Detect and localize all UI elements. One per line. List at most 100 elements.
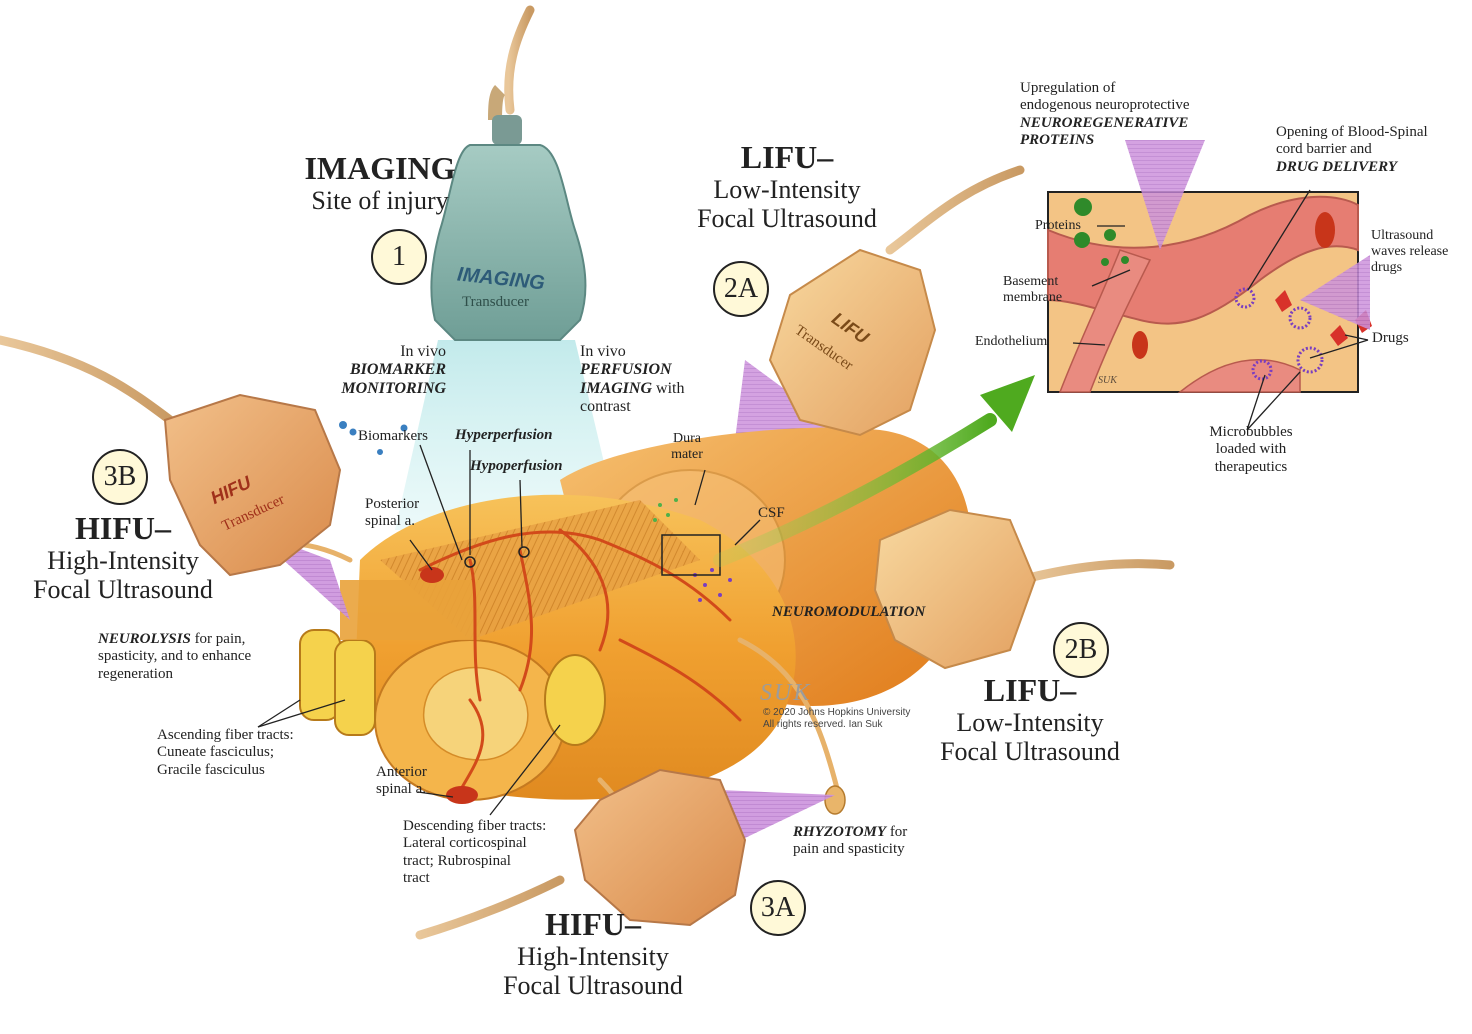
hifu-bottom-beam xyxy=(720,790,835,850)
lifu-top-line1: Low-Intensity xyxy=(713,174,861,204)
bsc-line-1: Opening of Blood-Spinal xyxy=(1276,124,1428,140)
neuromodulation-label: NEUROMODULATION xyxy=(772,604,926,620)
biomarker-line-2: BIOMARKER xyxy=(349,361,446,379)
basement-line-1: Basement xyxy=(1003,274,1059,289)
lifu-right-heading: LIFU– Low-Intensity Focal Ultrasound xyxy=(912,672,1148,767)
rhyzotomy-emphasis: RHYZOTOMY xyxy=(793,824,887,840)
micro-line-2: loaded with xyxy=(1215,441,1287,458)
hifu-left-line1: High-Intensity xyxy=(47,545,199,575)
ultrasound-waves-label: Ultrasound waves release drugs xyxy=(1371,228,1448,276)
usw-line-2: waves release xyxy=(1371,244,1449,260)
hifu-bottom-heading: HIFU– High-Intensity Focal Ultrasound xyxy=(478,906,708,1001)
usw-line-3: drugs xyxy=(1371,260,1403,276)
biomarkers-label: Biomarkers xyxy=(358,428,428,444)
micro-line-1: Microbubbles xyxy=(1209,424,1293,440)
ascending-tracts-label: Ascending fiber tracts: Cuneate fascicul… xyxy=(157,727,294,779)
step-2a-badge: 2A xyxy=(713,261,769,317)
descending-line-1: Descending fiber tracts: xyxy=(403,818,547,834)
bsc-line-3: DRUG DELIVERY xyxy=(1276,158,1397,175)
hifu-left-transducer xyxy=(163,393,342,577)
imaging-subtitle: Site of injury xyxy=(311,185,449,215)
posterior-line-2: spinal a. xyxy=(365,513,415,530)
artist-signature: SUK xyxy=(760,680,812,706)
copyright-line-2: All rights reserved. Ian Suk xyxy=(763,719,883,730)
descending-tracts-label: Descending fiber tracts: Lateral cortico… xyxy=(403,818,546,887)
upreg-line-2: endogenous neuroprotective xyxy=(1020,97,1190,114)
neurolysis-label: NEUROLYSIS for pain, spasticity, and to … xyxy=(98,631,251,683)
lifu-top-transducer xyxy=(768,248,937,437)
bsc-line-2: cord barrier and xyxy=(1276,141,1372,158)
upreg-line-1: Upregulation of xyxy=(1020,80,1116,96)
hifu-left-title: HIFU– xyxy=(75,510,171,546)
bsc-barrier-label: Opening of Blood-Spinal cord barrier and… xyxy=(1276,124,1428,176)
neurolysis-line-1: for pain, xyxy=(190,631,246,647)
biomarker-dots xyxy=(339,421,408,455)
posterior-line-1: Posterior xyxy=(365,496,420,512)
hifu-bottom-line1: High-Intensity xyxy=(517,941,669,971)
step-3b-badge: 3B xyxy=(92,449,148,505)
perfusion-line-4: contrast xyxy=(580,398,631,416)
step-2b-badge: 2B xyxy=(1053,622,1109,678)
biomarker-line-3: MONITORING xyxy=(341,379,446,397)
lifu-right-title: LIFU– xyxy=(983,672,1077,708)
neurolysis-line-3: regeneration xyxy=(98,665,173,682)
hyperperfusion-label: Hyperperfusion xyxy=(455,427,553,443)
step-1-badge: 1 xyxy=(371,229,427,285)
perfusion-line-2: PERFUSION xyxy=(580,361,672,379)
rhyzotomy-line-1: for xyxy=(886,824,908,840)
descending-line-3: tract; Rubrospinal xyxy=(403,852,511,869)
basement-line-2: membrane xyxy=(1003,290,1063,306)
dura-line-2: mater xyxy=(671,447,703,463)
descending-line-4: tract xyxy=(403,869,430,886)
hifu-left-heading: HIFU– High-Intensity Focal Ultrasound xyxy=(8,510,238,605)
micro-line-3: therapeutics xyxy=(1214,458,1288,475)
step-3a-badge: 3A xyxy=(750,880,806,936)
dura-line-1: Dura xyxy=(673,431,701,446)
copyright-notice: © 2020 Johns Hopkins University All righ… xyxy=(763,707,910,731)
upreg-line-3: NEUROREGENERATIVE xyxy=(1020,114,1189,131)
green-arrow-head xyxy=(980,375,1035,432)
descending-line-2: Lateral corticospinal xyxy=(403,835,527,852)
rhyzotomy-label: RHYZOTOMY for pain and spasticity xyxy=(793,824,907,859)
rhyzotomy-line-2: pain and spasticity xyxy=(793,841,905,858)
leader-lines xyxy=(257,189,1369,816)
endothelium-label: Endothelium xyxy=(975,334,1048,349)
anterior-spinal-label: Anterior spinal a. xyxy=(376,764,427,799)
hifu-bottom-transducer xyxy=(573,768,747,927)
imaging-title: IMAGING xyxy=(304,150,456,186)
microbubbles-label: Microbubbles loaded with therapeutics xyxy=(1196,424,1306,476)
basement-membrane-label: Basement membrane xyxy=(1003,274,1062,306)
posterior-spinal-label: Posterior spinal a. xyxy=(365,496,419,531)
anterior-line-2: spinal a. xyxy=(376,781,426,798)
lifu-top-heading: LIFU– Low-Intensity Focal Ultrasound xyxy=(672,139,902,234)
imaging-transducer xyxy=(430,85,587,341)
neurolysis-line-2: spasticity, and to enhance xyxy=(98,648,252,665)
csf-label: CSF xyxy=(758,505,785,521)
lifu-right-line2: Focal Ultrasound xyxy=(940,737,1120,767)
proteins-label: Proteins xyxy=(1035,218,1081,233)
neurolysis-emphasis: NEUROLYSIS xyxy=(98,631,191,647)
perfusion-line-1: In vivo xyxy=(580,343,626,360)
ascending-line-3: Gracile fasciculus xyxy=(157,761,265,778)
biomarker-monitoring-label: In vivo BIOMARKER MONITORING xyxy=(318,343,446,398)
lifu-right-transducer xyxy=(873,508,1037,670)
perfusion-imaging-label: In vivo PERFUSION IMAGING with contrast xyxy=(580,343,740,417)
biomarker-line-1: In vivo xyxy=(400,343,446,360)
lifu-top-title: LIFU– xyxy=(740,139,834,175)
perfusion-line-3a: IMAGING xyxy=(580,379,653,397)
green-arrow xyxy=(713,413,997,567)
ascending-line-2: Cuneate fasciculus; xyxy=(157,744,275,761)
hifu-bottom-line2: Focal Ultrasound xyxy=(503,971,683,1001)
drugs-label: Drugs xyxy=(1372,330,1409,346)
usw-line-1: Ultrasound xyxy=(1371,228,1434,243)
inset-signature: SUK xyxy=(1098,375,1117,386)
hifu-bottom-title: HIFU– xyxy=(545,906,641,942)
ascending-line-1: Ascending fiber tracts: xyxy=(157,727,294,743)
imaging-transducer-label: Transducer xyxy=(462,294,529,310)
bscb-inset-panel xyxy=(1047,140,1372,393)
upregulation-label: Upregulation of endogenous neuroprotecti… xyxy=(1020,80,1190,149)
anterior-line-1: Anterior xyxy=(376,764,427,780)
upreg-line-4: PROTEINS xyxy=(1020,131,1095,148)
imaging-heading: IMAGING Site of injury xyxy=(290,150,470,215)
